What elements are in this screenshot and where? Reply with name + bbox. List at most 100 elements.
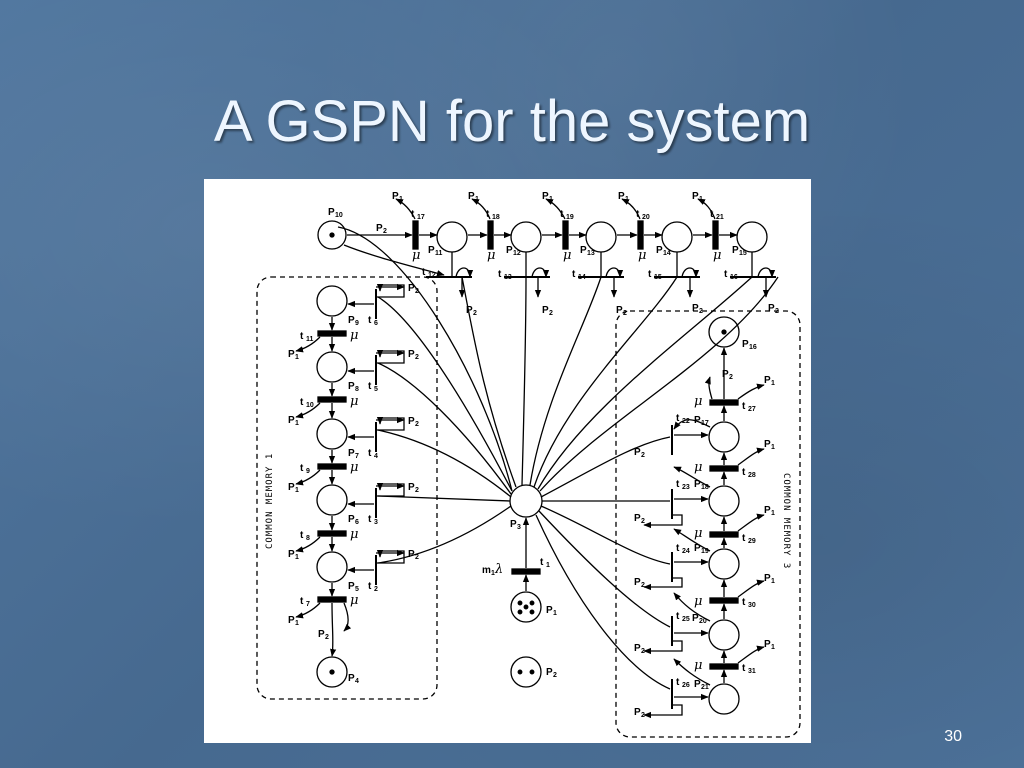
svg-text:2: 2 bbox=[415, 354, 419, 361]
svg-text:μ: μ bbox=[350, 593, 358, 608]
svg-text:3: 3 bbox=[374, 519, 378, 526]
svg-text:P: P bbox=[692, 191, 699, 202]
svg-text:18: 18 bbox=[701, 484, 709, 491]
svg-text:1: 1 bbox=[399, 196, 403, 203]
svg-text:16: 16 bbox=[730, 274, 738, 281]
svg-text:20: 20 bbox=[699, 618, 707, 625]
svg-text:t: t bbox=[368, 315, 372, 326]
svg-text:12: 12 bbox=[513, 250, 521, 257]
svg-text:P: P bbox=[348, 315, 355, 326]
svg-text:26: 26 bbox=[682, 682, 690, 689]
svg-text:20: 20 bbox=[642, 214, 650, 221]
svg-text:μ: μ bbox=[694, 594, 702, 609]
svg-text:21: 21 bbox=[716, 214, 724, 221]
svg-text:P: P bbox=[694, 479, 701, 490]
svg-text:t: t bbox=[742, 467, 746, 478]
svg-text:P: P bbox=[376, 223, 383, 234]
place-p14 bbox=[661, 221, 693, 253]
svg-text:μ: μ bbox=[638, 248, 646, 263]
svg-text:1: 1 bbox=[771, 380, 775, 387]
svg-text:P: P bbox=[408, 349, 415, 360]
svg-text:P: P bbox=[408, 482, 415, 493]
svg-text:2: 2 bbox=[641, 582, 645, 589]
svg-text:t: t bbox=[300, 397, 304, 408]
svg-text:t: t bbox=[422, 267, 426, 278]
svg-text:P: P bbox=[692, 303, 699, 314]
svg-text:23: 23 bbox=[682, 484, 690, 491]
svg-text:t: t bbox=[676, 677, 680, 688]
svg-text:t: t bbox=[368, 514, 372, 525]
svg-text:t: t bbox=[742, 401, 746, 412]
svg-text:8: 8 bbox=[306, 535, 310, 542]
svg-text:P: P bbox=[692, 613, 699, 624]
svg-text:7: 7 bbox=[306, 601, 310, 608]
svg-text:P: P bbox=[288, 615, 295, 626]
svg-text:P: P bbox=[764, 375, 771, 386]
svg-text:t: t bbox=[724, 269, 728, 280]
svg-text:P: P bbox=[546, 605, 553, 616]
svg-text:μ: μ bbox=[713, 248, 721, 263]
svg-text:14: 14 bbox=[663, 250, 671, 257]
svg-text:P: P bbox=[348, 581, 355, 592]
svg-text:1: 1 bbox=[771, 510, 775, 517]
svg-text:μ: μ bbox=[694, 658, 702, 673]
svg-text:1: 1 bbox=[771, 578, 775, 585]
svg-text:2: 2 bbox=[415, 554, 419, 561]
svg-text:P: P bbox=[722, 369, 729, 380]
svg-text:P: P bbox=[694, 543, 701, 554]
svg-text:2: 2 bbox=[623, 310, 627, 317]
svg-text:λ: λ bbox=[494, 562, 503, 577]
svg-text:19: 19 bbox=[566, 214, 574, 221]
slide-title: A GSPN for the system bbox=[213, 89, 811, 154]
svg-text:P: P bbox=[318, 629, 325, 640]
svg-text:P: P bbox=[694, 415, 701, 426]
svg-text:22: 22 bbox=[682, 418, 690, 425]
svg-text:1: 1 bbox=[295, 354, 299, 361]
svg-text:μ: μ bbox=[487, 248, 495, 263]
svg-text:t: t bbox=[676, 413, 680, 424]
svg-text:1: 1 bbox=[546, 562, 550, 569]
svg-text:10: 10 bbox=[306, 402, 314, 409]
svg-text:1: 1 bbox=[295, 420, 299, 427]
place-p16 bbox=[708, 316, 740, 348]
svg-text:P: P bbox=[580, 245, 587, 256]
svg-text:18: 18 bbox=[492, 214, 500, 221]
svg-text:P: P bbox=[764, 439, 771, 450]
svg-text:t: t bbox=[300, 596, 304, 607]
svg-text:2: 2 bbox=[549, 310, 553, 317]
svg-text:t: t bbox=[676, 479, 680, 490]
svg-text:28: 28 bbox=[748, 472, 756, 479]
svg-text:12: 12 bbox=[428, 272, 436, 279]
svg-text:μ: μ bbox=[412, 248, 420, 263]
svg-text:μ: μ bbox=[563, 248, 571, 263]
svg-text:μ: μ bbox=[350, 460, 358, 475]
svg-text:P: P bbox=[408, 549, 415, 560]
svg-text:P: P bbox=[618, 191, 625, 202]
place-p5 bbox=[316, 551, 348, 583]
place-p1 bbox=[510, 591, 542, 623]
svg-text:t: t bbox=[486, 209, 490, 220]
place-p6 bbox=[316, 484, 348, 516]
svg-text:1: 1 bbox=[771, 644, 775, 651]
page-number: 30 bbox=[944, 728, 962, 745]
svg-text:2: 2 bbox=[473, 310, 477, 317]
svg-text:5: 5 bbox=[355, 586, 359, 593]
svg-text:P: P bbox=[634, 577, 641, 588]
svg-text:2: 2 bbox=[383, 228, 387, 235]
svg-text:t: t bbox=[560, 209, 564, 220]
svg-text:t: t bbox=[300, 463, 304, 474]
place-p13 bbox=[585, 221, 617, 253]
svg-text:t: t bbox=[300, 331, 304, 342]
place-p12 bbox=[510, 221, 542, 253]
svg-text:P: P bbox=[288, 415, 295, 426]
svg-text:P: P bbox=[466, 305, 473, 316]
svg-text:t: t bbox=[648, 269, 652, 280]
svg-text:31: 31 bbox=[748, 668, 756, 675]
svg-text:10: 10 bbox=[335, 212, 343, 219]
svg-text:t: t bbox=[540, 557, 544, 568]
place-p15 bbox=[736, 221, 768, 253]
svg-text:3: 3 bbox=[517, 524, 521, 531]
svg-text:P: P bbox=[348, 673, 355, 684]
svg-text:1: 1 bbox=[549, 196, 553, 203]
svg-text:P: P bbox=[510, 519, 517, 530]
